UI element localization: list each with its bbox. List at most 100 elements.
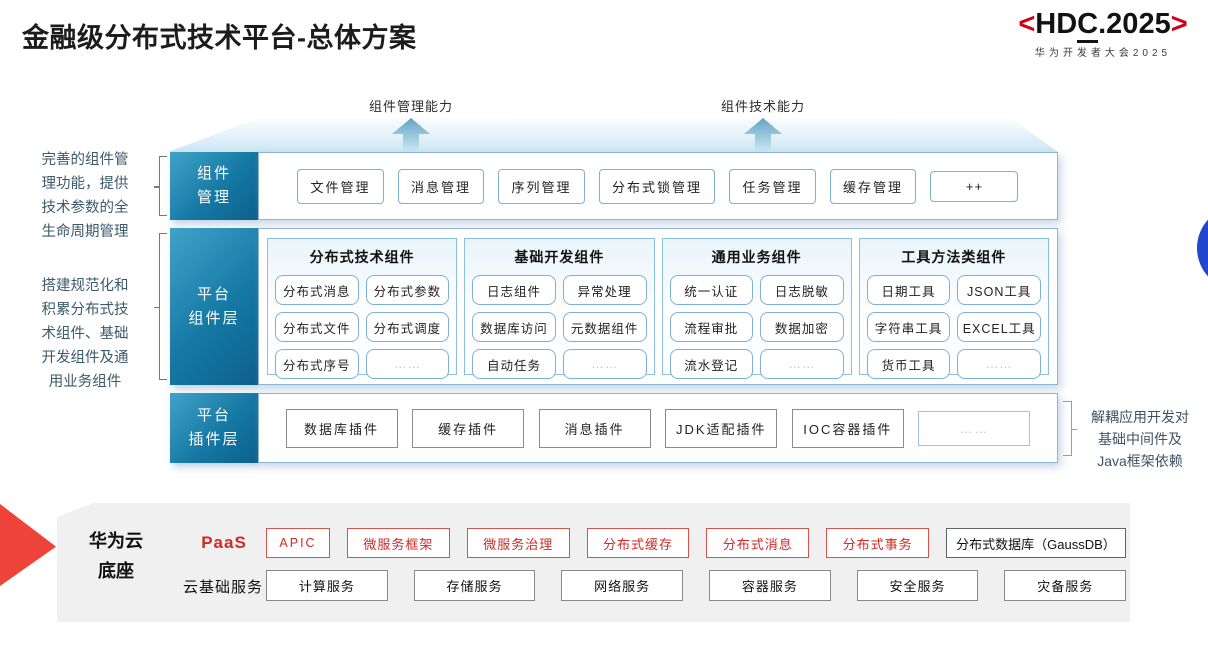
paas-services-row: APIC 微服务框架 微服务治理 分布式缓存 分布式消息 分布式事务 分布式数据…	[266, 528, 1126, 558]
component-box: 分布式参数	[365, 275, 450, 305]
component-box: 分布式序号	[275, 349, 359, 379]
hdc-open-bracket: <	[1018, 8, 1036, 40]
component-box: 字符串工具	[866, 312, 951, 342]
hdc-logo-subtitle: 华为开发者大会2025	[1034, 48, 1172, 59]
note-line: 技术参数的全	[41, 200, 129, 216]
iaas-box-network: 网络服务	[561, 570, 684, 601]
paas-box-microservice-governance: 微服务治理	[466, 528, 570, 558]
paas-box-distributed-transaction: 分布式事务	[826, 528, 929, 558]
component-box: 分布式调度	[365, 312, 450, 342]
left-brace-row1	[154, 156, 167, 216]
panel-grid: 统一认证 日志脱敏 流程审批 数据加密 流水登记 ……	[669, 275, 844, 379]
row-label-platform-plugin-layer: 平台 插件层	[170, 393, 258, 463]
right-brace-row3	[1063, 401, 1077, 456]
row-label-line: 组件层	[188, 309, 240, 327]
mgmt-box-cache: 缓存管理	[829, 168, 916, 204]
note-line: 完善的组件管	[41, 152, 129, 168]
hdc-close-bracket: >	[1170, 8, 1188, 40]
component-box: 数据加密	[760, 312, 844, 342]
arrow-label-technology: 组件技术能力	[720, 99, 805, 114]
row-label-platform-component-layer: 平台 组件层	[170, 228, 258, 385]
note-component-management: 完善的组件管 理功能，提供 技术参数的全 生命周期管理	[10, 148, 160, 244]
cloud-basic-services-row: 计算服务 存储服务 网络服务 容器服务 安全服务 灾备服务	[266, 570, 1127, 601]
iaas-box-container: 容器服务	[709, 570, 831, 601]
paas-box-microservice-framework: 微服务框架	[347, 528, 450, 558]
panel-basic-dev: 基础开发组件 日志组件 异常处理 数据库访问 元数据组件 自动任务 ……	[464, 238, 655, 379]
note-line: 搭建规范化和	[41, 278, 129, 294]
paas-box-apic: APIC	[266, 528, 330, 558]
paas-box-distributed-cache: 分布式缓存	[586, 528, 690, 558]
mgmt-box-task: 任务管理	[729, 168, 816, 204]
panel-title: 分布式技术组件	[309, 249, 415, 265]
row-label-component-management: 组件 管理	[170, 152, 258, 220]
panel-title: 工具方法类组件	[901, 249, 1007, 265]
row-label-line: 管理	[196, 189, 231, 206]
row-platform-plugin-layer: 数据库插件 缓存插件 消息插件 JDK适配插件 IOC容器插件 ……	[258, 393, 1058, 463]
paas-label: PaaS	[201, 533, 247, 552]
hdc-logo-wordmark: <HDC.2025>	[1000, 8, 1206, 43]
hdc-logo: <HDC.2025> 华为开发者大会2025	[1000, 8, 1206, 59]
panel-grid: 日志组件 异常处理 数据库访问 元数据组件 自动任务 ……	[472, 275, 647, 379]
row-component-management: 文件管理 消息管理 序列管理 分布式锁管理 任务管理 缓存管理 ++	[258, 152, 1058, 220]
mgmt-box-sequence: 序列管理	[498, 168, 585, 204]
iaas-box-security: 安全服务	[856, 570, 979, 601]
note-line: 术组件、基础	[41, 326, 129, 342]
row-platform-component-layer: 分布式技术组件 分布式消息 分布式参数 分布式文件 分布式调度 分布式序号 ………	[258, 228, 1058, 385]
panel-grid: 日期工具 JSON工具 字符串工具 EXCEL工具 货币工具 ……	[866, 275, 1041, 379]
panel-grid: 分布式消息 分布式参数 分布式文件 分布式调度 分布式序号 ……	[275, 275, 450, 379]
component-box: 异常处理	[562, 275, 647, 305]
paas-box-gaussdb: 分布式数据库（GaussDB）	[945, 528, 1126, 558]
plugin-box-more: ……	[918, 410, 1031, 446]
row-label-line: 插件层	[188, 431, 240, 448]
plugin-box-ioc: IOC容器插件	[791, 408, 904, 448]
foundation-label: 华为云 底座	[76, 526, 156, 586]
component-box: 流程审批	[669, 312, 754, 342]
panel-title: 通用业务组件	[711, 249, 802, 265]
plugin-box-cache: 缓存插件	[412, 408, 525, 448]
note-line: 基础中间件及	[1098, 431, 1182, 447]
foundation-label-line: 底座	[98, 561, 134, 581]
left-brace-row2	[154, 233, 167, 380]
panel-tool-methods: 工具方法类组件 日期工具 JSON工具 字符串工具 EXCEL工具 货币工具 ……	[858, 238, 1049, 379]
row-label-line: 组件	[196, 165, 231, 182]
mgmt-box-message: 消息管理	[397, 168, 484, 204]
component-box: 流水登记	[669, 349, 754, 379]
platform-3d-top-face	[168, 119, 1058, 152]
iaas-box-compute: 计算服务	[266, 570, 388, 601]
component-box: 统一认证	[669, 275, 754, 305]
component-box: 自动任务	[472, 349, 556, 379]
row-label-line: 平台	[196, 285, 231, 303]
mgmt-box-distributed-lock: 分布式锁管理	[598, 168, 715, 204]
note-decoupling: 解耦应用开发对 基础中间件及 Java框架依赖	[1076, 406, 1204, 472]
arrow-label-management: 组件管理能力	[368, 99, 453, 114]
note-line: 理功能，提供	[41, 176, 129, 192]
foundation-label-line: 华为云	[89, 531, 143, 551]
plugin-box-jdk: JDK适配插件	[665, 408, 778, 448]
hdc-brand-year: .2025	[1098, 8, 1171, 40]
panel-common-business: 通用业务组件 统一认证 日志脱敏 流程审批 数据加密 流水登记 ……	[661, 238, 852, 379]
component-box: 元数据组件	[562, 312, 647, 342]
iaas-box-storage: 存储服务	[413, 570, 536, 601]
hdc-brand-hd: HD	[1035, 8, 1078, 40]
component-box: 日志脱敏	[760, 275, 844, 305]
note-line: 用业务组件	[48, 374, 122, 390]
decorative-blue-circle	[1197, 206, 1208, 290]
panel-title: 基础开发组件	[514, 249, 605, 265]
row-label-line: 平台	[196, 407, 231, 424]
component-box: 日志组件	[472, 275, 556, 305]
red-right-arrow-icon	[0, 504, 56, 586]
component-box: JSON工具	[957, 275, 1041, 305]
component-box: 货币工具	[866, 349, 951, 379]
hdc-brand-c: C	[1077, 8, 1099, 43]
component-box: 数据库访问	[472, 312, 556, 342]
component-box-more: ……	[760, 349, 844, 379]
panel-distributed-tech: 分布式技术组件 分布式消息 分布式参数 分布式文件 分布式调度 分布式序号 ……	[267, 238, 458, 379]
iaas-box-disaster-recovery: 灾备服务	[1004, 570, 1127, 601]
component-box: 分布式文件	[275, 312, 359, 342]
note-line: 解耦应用开发对	[1091, 409, 1189, 425]
note-line: 生命周期管理	[41, 224, 129, 240]
component-box-more: ……	[957, 349, 1041, 379]
component-box-more: ……	[562, 349, 647, 379]
component-box: EXCEL工具	[957, 312, 1041, 342]
